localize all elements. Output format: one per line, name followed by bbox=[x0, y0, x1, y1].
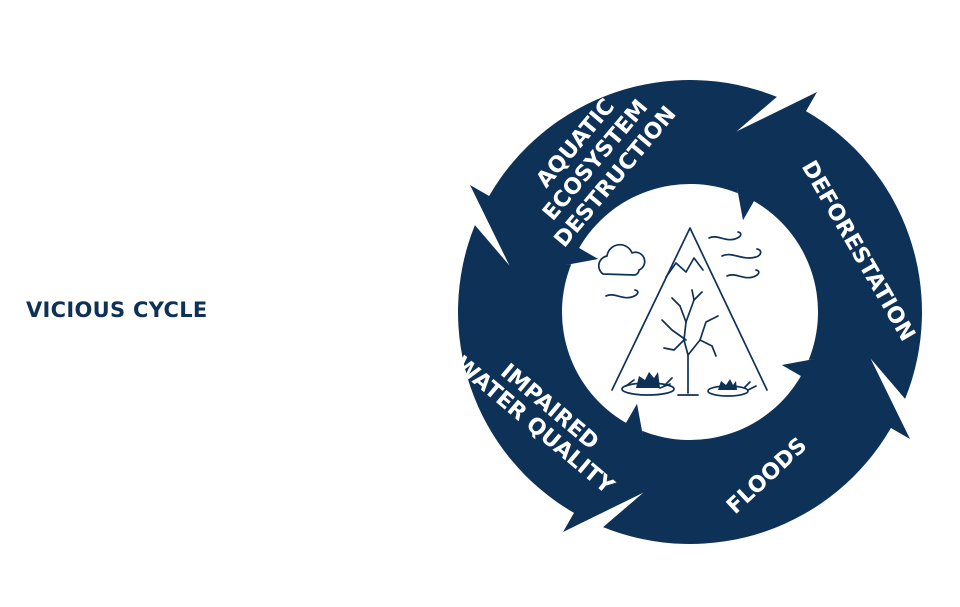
wind-icon bbox=[605, 231, 762, 299]
tree-stump-icon bbox=[621, 372, 757, 397]
center-illustration bbox=[597, 227, 768, 397]
mountain-icon bbox=[611, 227, 768, 391]
cycle-arrow-aquatic-ecosystem-destruction bbox=[470, 80, 777, 275]
cycle-arrow-impaired-water-quality bbox=[458, 225, 653, 532]
cycle-arrow-floods bbox=[603, 349, 910, 544]
dead-tree-icon bbox=[661, 289, 719, 396]
cycle-segments bbox=[458, 80, 922, 544]
cycle-arrow-deforestation bbox=[727, 92, 922, 399]
diagram-title: VICIOUS CYCLE bbox=[26, 298, 208, 322]
cloud-icon bbox=[597, 243, 646, 276]
